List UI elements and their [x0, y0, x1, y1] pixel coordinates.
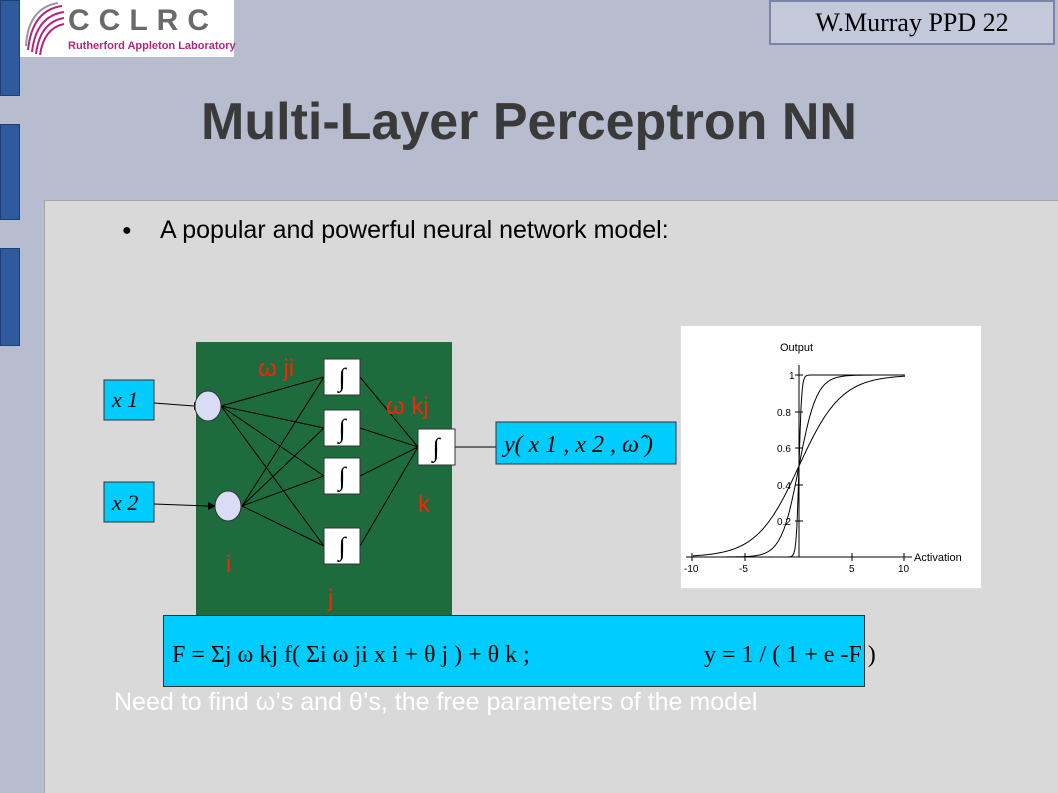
hidden-node-1: ∫ — [323, 358, 361, 396]
sigmoid-plot-svg: Output Activation -10 -5 5 10 0.2 0.4 0.… — [680, 325, 982, 589]
ytick-label-4: 0.8 — [777, 408, 791, 419]
input-label-x2: x 2 — [111, 490, 138, 515]
arrow-x1 — [153, 402, 195, 407]
input-box-x2 — [103, 481, 155, 523]
logo-swirl-icon — [25, 2, 65, 56]
xtick-label-4: 10 — [898, 564, 910, 575]
arrow-x2 — [153, 503, 209, 507]
hidden-node-2: ∫ — [323, 409, 361, 447]
header-tag: W.Murray PPD 22 — [769, 0, 1055, 45]
ytick-label-2: 0.4 — [777, 481, 791, 492]
input-node-1 — [194, 390, 222, 422]
output-expression: y( x 1 , x 2 , ω̂ ) — [502, 432, 653, 458]
slide-title: Multi-Layer Perceptron NN — [201, 93, 857, 151]
xtick-label-3: 5 — [849, 564, 855, 575]
weight-ji-label: ω ji — [258, 355, 294, 382]
logo-name: CCLRC — [68, 4, 218, 37]
formula-svg: F = Σj ω kj f( Σi ω ji x i + θ j ) + θ k… — [172, 642, 876, 668]
sigmoid-symbol-2: ∫ — [336, 414, 347, 444]
footnote: Need to find ω’s and θ’s, the free param… — [114, 688, 758, 716]
bullet-text: A popular and powerful neural network mo… — [160, 216, 669, 244]
input-box-x1 — [103, 379, 155, 421]
connections-ji — [220, 376, 496, 547]
layer-k-label: k — [418, 491, 431, 518]
network-diagram: x 1 x 2 ∫ ∫ ∫ ∫ ∫ — [103, 342, 677, 618]
weight-kj-label: ω kj — [386, 393, 429, 420]
layer-j-label: j — [327, 585, 333, 612]
layer-i-label: i — [226, 551, 231, 578]
output-box — [495, 421, 677, 465]
plot-xlabel: Activation — [914, 552, 962, 564]
hidden-node-4: ∫ — [323, 527, 361, 565]
side-bar-2 — [0, 124, 20, 220]
input-node-2 — [214, 490, 242, 522]
logo-subtitle: Rutherford Appleton Laboratory — [68, 40, 236, 52]
bullet-marker: ● — [122, 222, 132, 239]
side-bar-1 — [0, 0, 20, 96]
ytick-label-5: 1 — [789, 371, 795, 382]
formula-y: y = 1 / ( 1 + e -F ) — [704, 642, 876, 668]
plot-ylabel: Output — [780, 342, 813, 354]
sigmoid-plot: Output Activation -10 -5 5 10 0.2 0.4 0.… — [680, 325, 982, 589]
output-node: ∫ — [417, 428, 456, 466]
formula-F: F = Σj ω kj f( Σi ω ji x i + θ j ) + θ k… — [172, 642, 530, 668]
sigmoid-symbol-out: ∫ — [430, 433, 441, 463]
xtick-label-2: -5 — [739, 564, 748, 575]
sigmoid-symbol-1: ∫ — [336, 363, 347, 393]
arrow-head-x2 — [208, 502, 216, 510]
ytick-label-3: 0.6 — [777, 444, 791, 455]
hidden-node-3: ∫ — [323, 457, 361, 495]
side-bar-3 — [0, 248, 20, 346]
ytick-label-1: 0.2 — [777, 517, 791, 528]
input-label-x1: x 1 — [111, 387, 138, 412]
formula-box: F = Σj ω kj f( Σi ω ji x i + θ j ) + θ k… — [163, 615, 876, 687]
sigmoid-curves — [692, 374, 906, 558]
cclrc-logo: CCLRC Rutherford Appleton Laboratory — [20, 0, 236, 57]
sigmoid-symbol-4: ∫ — [336, 532, 347, 562]
sigmoid-curve-3 — [693, 374, 905, 558]
xtick-label-1: -10 — [684, 564, 699, 575]
sigmoid-symbol-3: ∫ — [336, 462, 347, 492]
